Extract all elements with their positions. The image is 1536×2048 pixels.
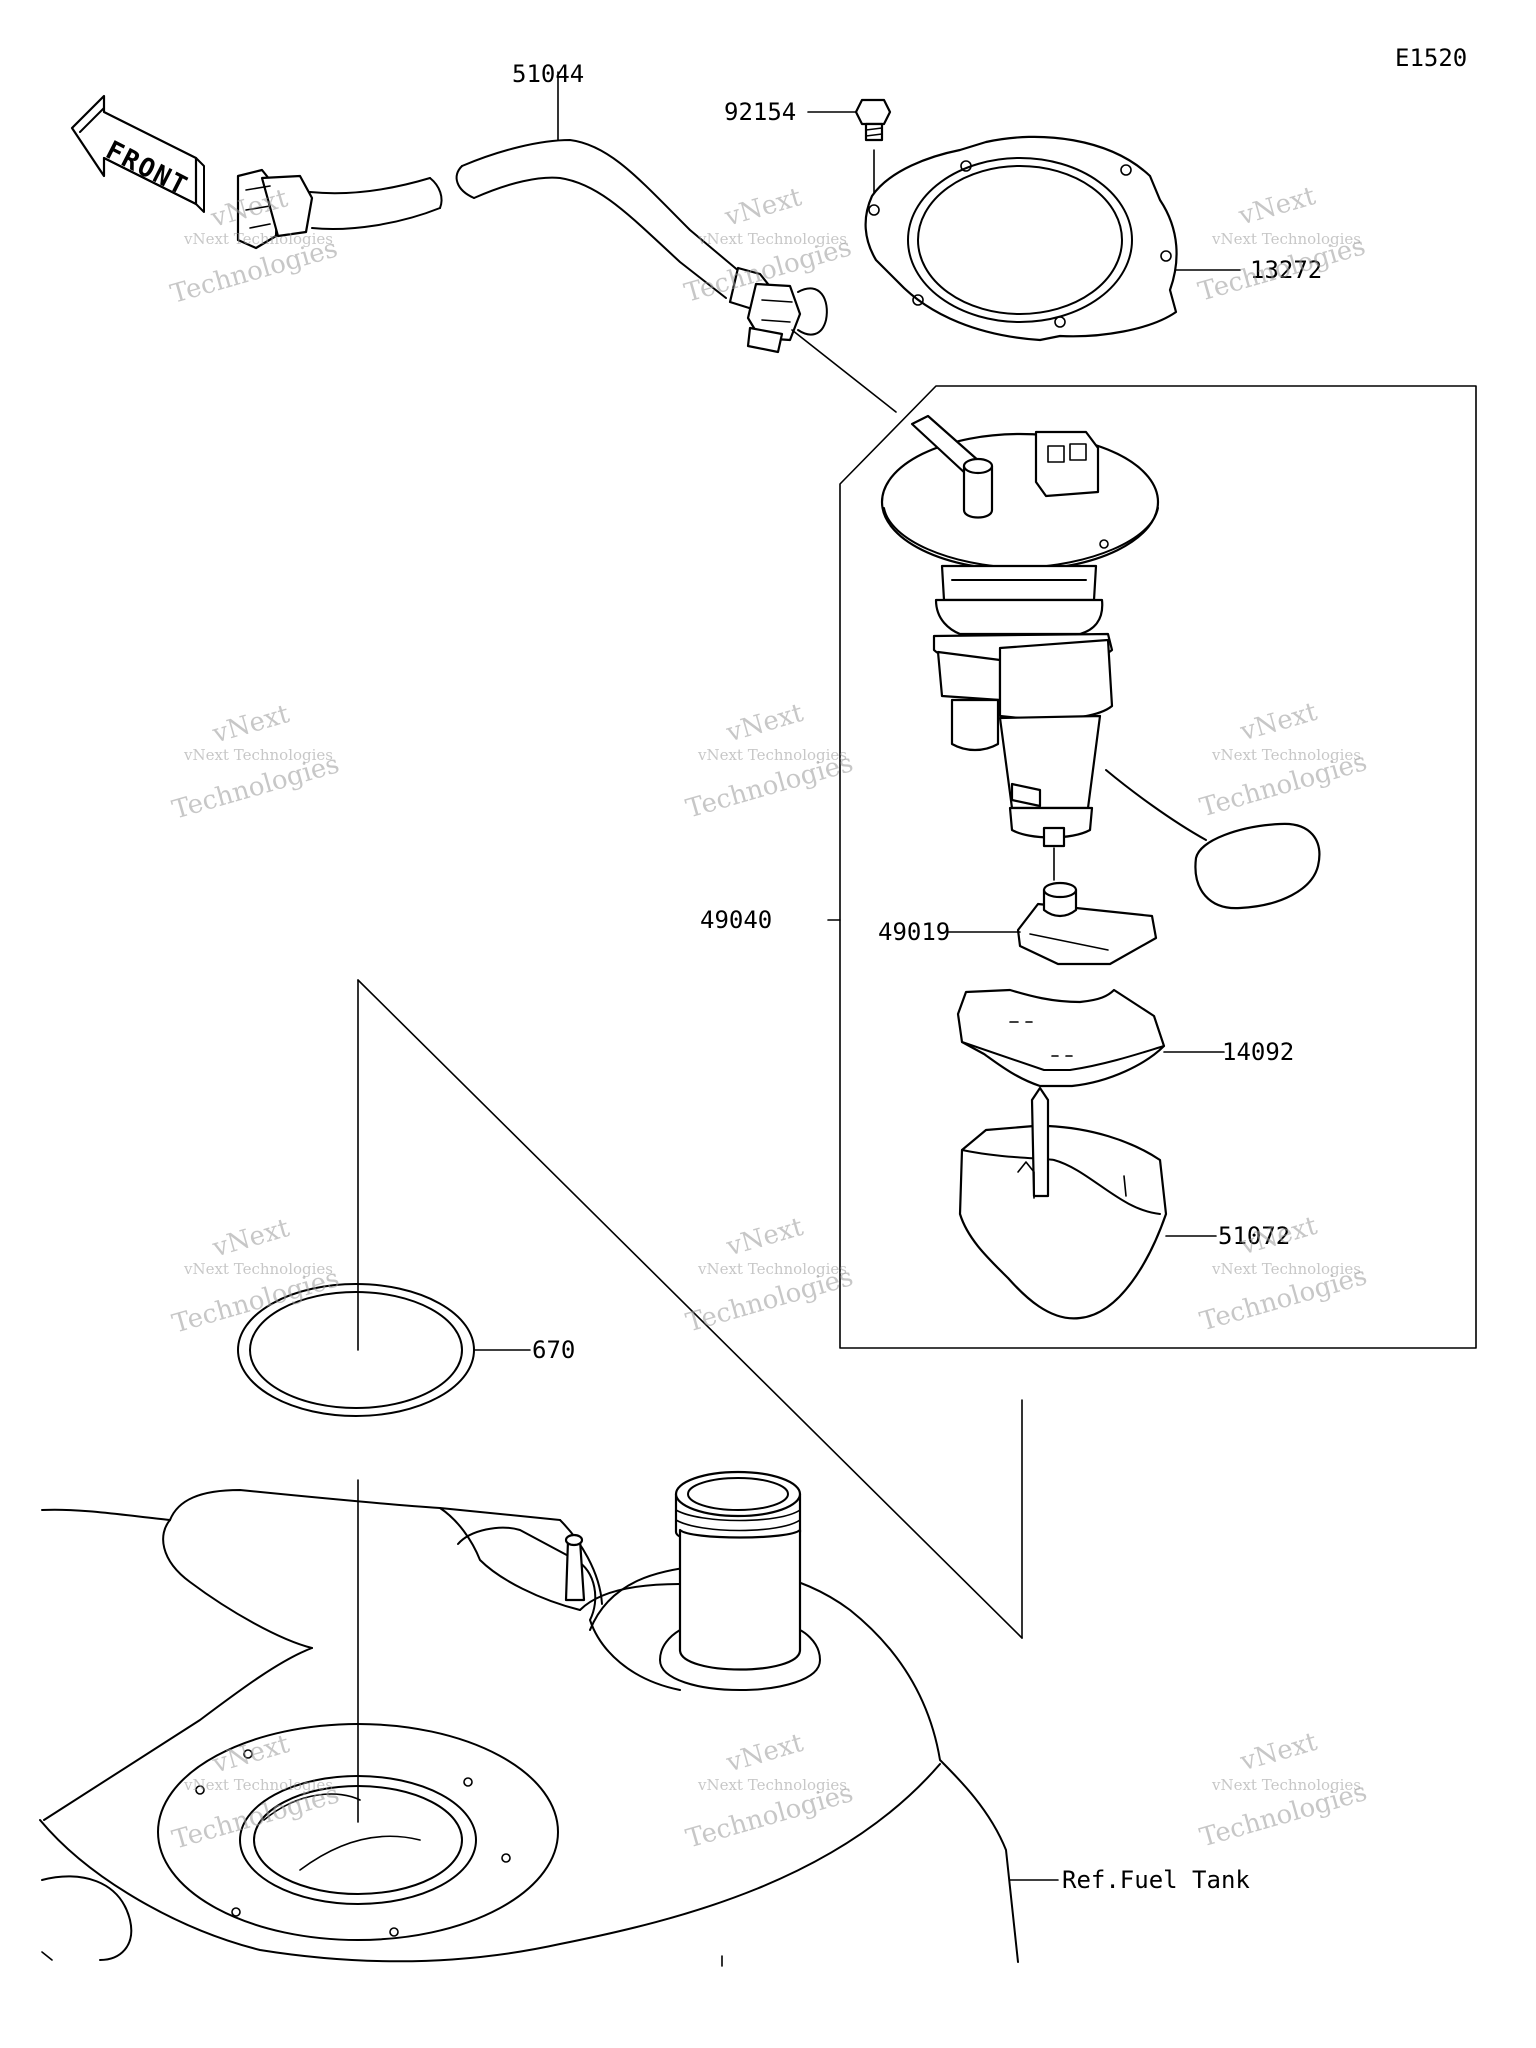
svg-text:vNext Technologies: vNext Technologies xyxy=(183,1260,333,1278)
o-ring-670 xyxy=(237,1283,531,1417)
svg-text:vNext: vNext xyxy=(722,1212,807,1263)
filter-49019 xyxy=(947,881,1158,966)
part-label-49019: 49019 xyxy=(878,918,950,946)
fuel-pump-49040 xyxy=(880,414,1321,910)
part-label-49040: 49040 xyxy=(700,906,772,934)
part-label-670: 670 xyxy=(532,1336,575,1364)
svg-text:vNext Technologies: vNext Technologies xyxy=(183,230,333,248)
svg-text:vNext: vNext xyxy=(721,182,806,233)
part-label-51044: 51044 xyxy=(512,60,584,88)
bolt-92154 xyxy=(807,98,892,205)
gasket-13272 xyxy=(864,135,1241,342)
svg-text:vNext Technologies: vNext Technologies xyxy=(1211,746,1361,764)
svg-text:vNext: vNext xyxy=(722,1728,807,1779)
svg-text:vNext Technologies: vNext Technologies xyxy=(1211,230,1361,248)
part-label-51072: 51072 xyxy=(1218,1222,1290,1250)
cover-51072 xyxy=(958,1086,1217,1320)
svg-text:vNext: vNext xyxy=(209,1213,294,1264)
svg-text:vNext Technologies: vNext Technologies xyxy=(1211,1776,1361,1794)
svg-text:vNext: vNext xyxy=(209,1729,294,1780)
fuel-hose-51044 xyxy=(236,71,897,413)
svg-text:vNext: vNext xyxy=(1236,697,1321,748)
svg-text:vNext: vNext xyxy=(209,699,294,750)
front-direction-arrow: FRONT xyxy=(70,94,205,213)
svg-text:vNext Technologies: vNext Technologies xyxy=(697,1776,847,1794)
pump-assembly-box-49040 xyxy=(827,385,1477,1349)
svg-text:vNext: vNext xyxy=(1236,1211,1321,1262)
svg-text:vNext: vNext xyxy=(722,698,807,749)
fuel-tank xyxy=(39,1470,1059,1967)
svg-text:vNext Technologies: vNext Technologies xyxy=(183,1776,333,1794)
svg-text:vNext: vNext xyxy=(1235,181,1320,232)
part-label-13272: 13272 xyxy=(1250,256,1322,284)
svg-text:vNext Technologies: vNext Technologies xyxy=(697,230,847,248)
svg-text:vNext Technologies: vNext Technologies xyxy=(183,746,333,764)
diagram-code: E1520 xyxy=(1395,44,1467,72)
assembly-guide-lines xyxy=(357,979,1023,1823)
svg-text:vNext Technologies: vNext Technologies xyxy=(1211,1260,1361,1278)
part-label-92154: 92154 xyxy=(724,98,796,126)
bracket-14092 xyxy=(956,988,1225,1088)
svg-text:vNext: vNext xyxy=(1236,1727,1321,1778)
svg-text:vNext Technologies: vNext Technologies xyxy=(697,746,847,764)
svg-text:vNext Technologies: vNext Technologies xyxy=(697,1260,847,1278)
part-label-14092: 14092 xyxy=(1222,1038,1294,1066)
part-label-ref-fuel-tank: Ref.Fuel Tank xyxy=(1062,1866,1250,1894)
